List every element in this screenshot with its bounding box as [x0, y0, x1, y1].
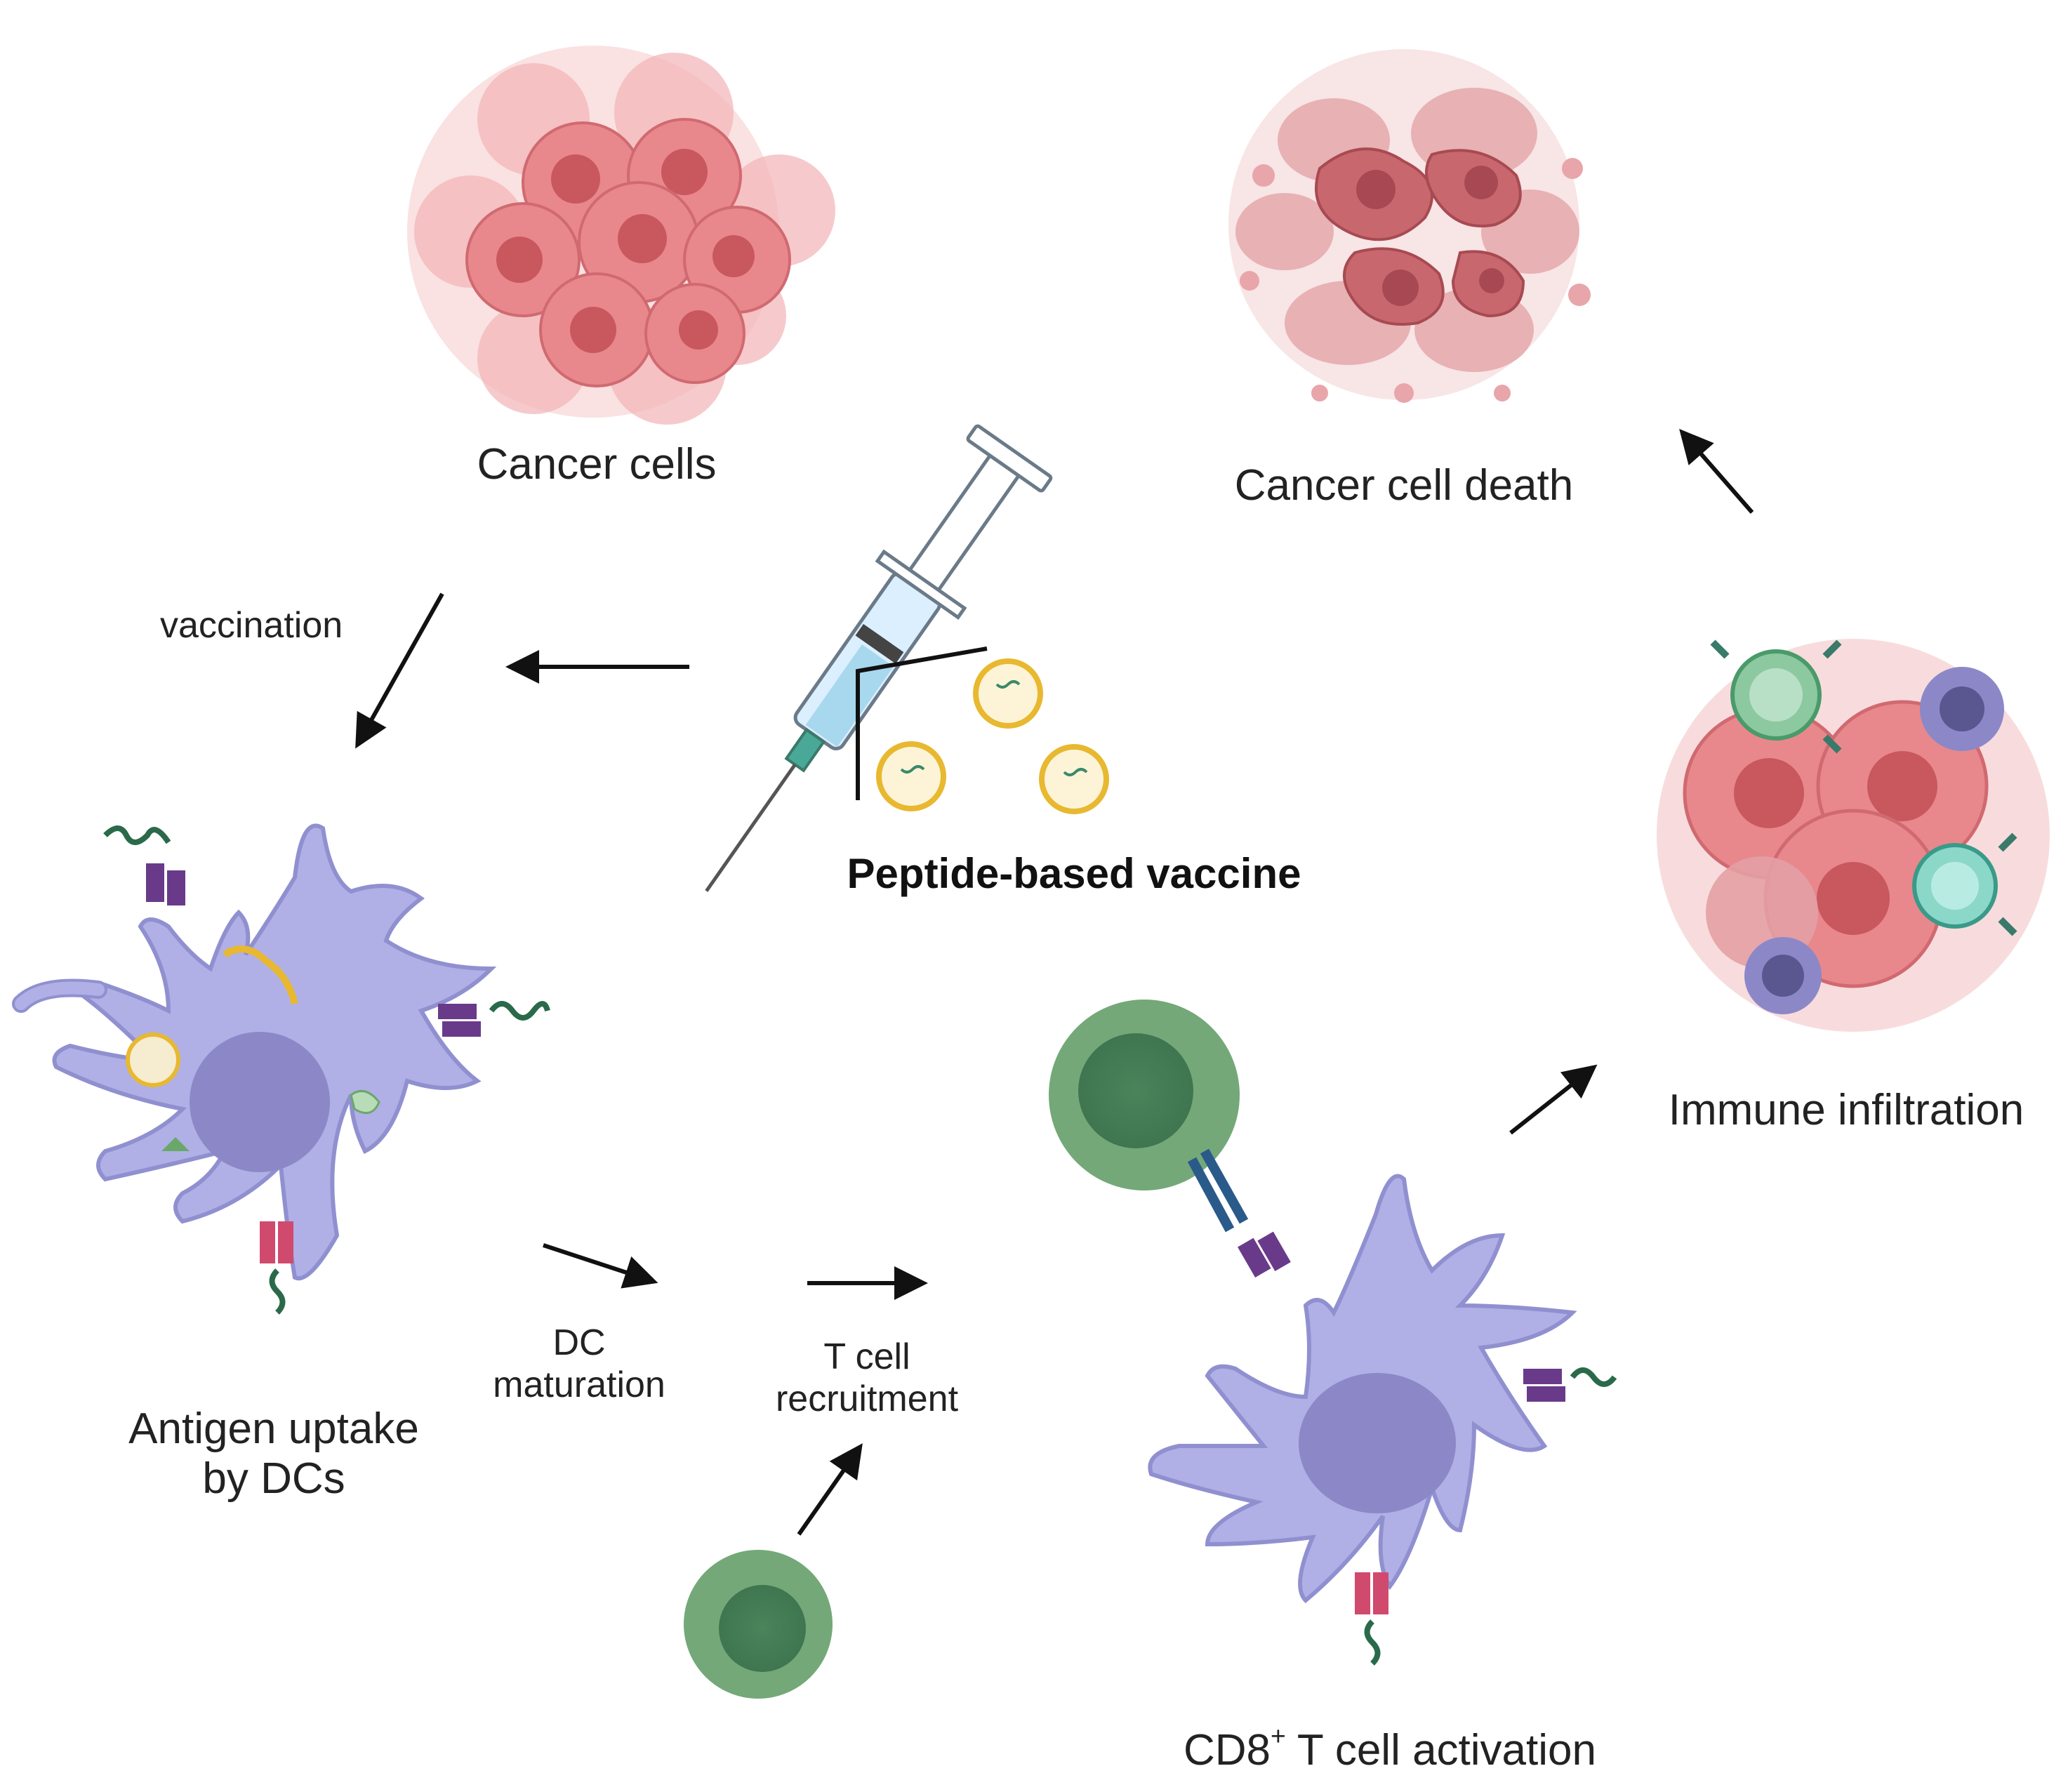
arrow-t-cell-up	[797, 1443, 863, 1536]
vaccine-callout	[856, 646, 988, 800]
flow-arrows	[355, 428, 1754, 1536]
arrow-to-infiltration	[1509, 1064, 1598, 1135]
label-t-cell-recruitment-line2: recruitment	[775, 1378, 959, 1419]
immune-infiltrated-tumor-icon	[1657, 639, 2050, 1032]
label-cancer-cell-death: Cancer cell death	[1234, 461, 1574, 510]
t-cell-icon	[684, 1550, 833, 1699]
arrow-cancer-to-dc	[355, 592, 444, 749]
dendritic-cell-icon	[12, 823, 497, 1281]
vaccine-particle-icon	[876, 658, 1109, 814]
label-dc-maturation-line2: maturation	[493, 1364, 665, 1405]
label-vaccination: vaccination	[160, 605, 343, 646]
label-immune-infiltration: Immune infiltration	[1668, 1086, 2024, 1134]
label-antigen-uptake-line1: Antigen uptake	[128, 1405, 419, 1453]
label-cancer-cells: Cancer cells	[477, 440, 717, 489]
arrow-to-death	[1679, 428, 1754, 514]
label-cd8-suffix: T cell activation	[1285, 1725, 1596, 1774]
label-cd8-superscript: +	[1271, 1721, 1286, 1751]
cancer-cells-cluster-icon	[407, 46, 835, 425]
label-cd8-t-cell-activation: CD8+ T cell activation	[1123, 1721, 1657, 1775]
label-dc-maturation: DC maturation	[477, 1322, 681, 1407]
label-dc-maturation-line1: DC	[552, 1322, 606, 1363]
dendritic-cell-activated-icon	[1049, 1000, 1617, 1666]
dying-cancer-cells-icon	[1228, 49, 1591, 403]
label-antigen-uptake-line2: by DCs	[202, 1454, 345, 1504]
label-t-cell-recruitment: T cell recruitment	[758, 1336, 976, 1421]
syringe-icon	[705, 424, 1053, 892]
label-t-cell-recruitment-line1: T cell	[823, 1336, 910, 1377]
arrow-dc-maturation	[543, 1243, 658, 1289]
label-peptide-based-vaccine: Peptide-based vaccine	[847, 850, 1301, 897]
label-antigen-uptake: Antigen uptake by DCs	[84, 1404, 463, 1504]
mhc-receptor-icon	[103, 825, 550, 1315]
label-cd8-prefix: CD8	[1183, 1725, 1271, 1774]
